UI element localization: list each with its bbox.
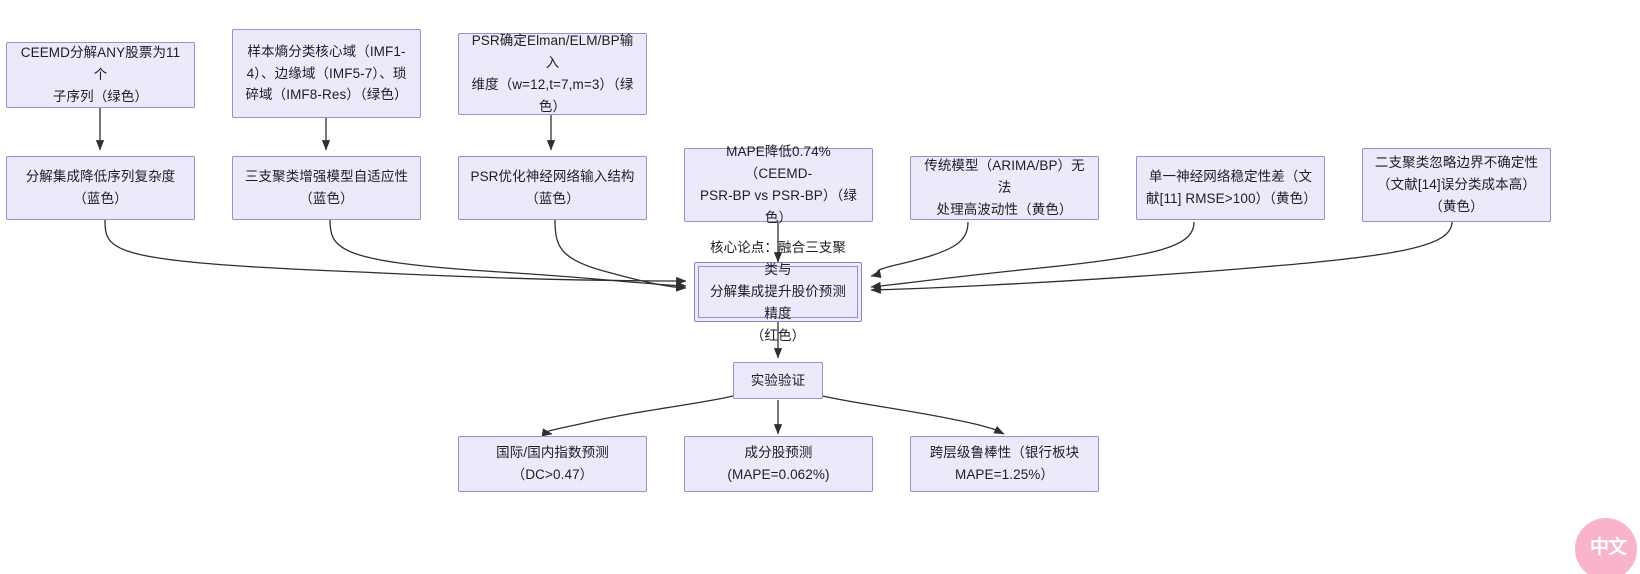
- watermark-badge: 中文: [1575, 518, 1637, 574]
- node-line: 传统模型（ARIMA/BP）无法: [924, 158, 1085, 196]
- node-two-way-clustering-limitation[interactable]: 二支聚类忽略边界不确定性 （文献[14]误分类成本高） （黄色）: [1362, 148, 1551, 222]
- node-line: 4）、边缘域（IMF5-7）、琐: [246, 65, 407, 81]
- node-line: 献[11] RMSE>100）（黄色）: [1146, 191, 1317, 206]
- node-line: （红色）: [750, 327, 806, 343]
- node-line: 分解集成降低序列复杂度: [25, 169, 176, 185]
- node-sample-entropy-classify[interactable]: 样本熵分类核心域（IMF1- 4）、边缘域（IMF5-7）、琐 碎域（IMF8-…: [232, 29, 421, 118]
- node-line: （蓝色）: [525, 191, 580, 206]
- node-line: 处理高波动性（黄色）: [936, 201, 1073, 217]
- edge-n10-core: [870, 221, 1453, 294]
- node-mape-reduction[interactable]: MAPE降低0.74%（CEEMD- PSR-BP vs PSR-BP）（绿 色…: [684, 144, 873, 225]
- node-single-nn-instability[interactable]: 单一神经网络稳定性差（文 献[11] RMSE>100）（黄色）: [1136, 156, 1325, 220]
- node-line: （DC>0.47）: [511, 467, 594, 482]
- edge-n5-core: [329, 219, 687, 290]
- node-line: MAPE=1.25%）: [954, 467, 1055, 482]
- node-line: （文献[14]误分类成本高）: [1377, 177, 1536, 193]
- edge-n9-core: [870, 221, 1195, 291]
- node-line: 子序列（绿色）: [52, 88, 149, 104]
- node-line: PSR确定Elman/ELM/BP输入: [471, 33, 634, 71]
- node-line: 跨层级鲁棒性（银行板块: [929, 445, 1080, 461]
- node-line: CEEMD分解ANY股票为11个: [20, 45, 181, 83]
- node-three-way-clustering-adaptivity[interactable]: 三支聚类增强模型自适应性 （蓝色）: [232, 156, 421, 220]
- node-line: MAPE降低0.74%（CEEMD-: [726, 144, 831, 182]
- edge-n11-n14: [822, 395, 1005, 435]
- node-psr-optimizes-nn-input[interactable]: PSR优化神经网络输入结构 （蓝色）: [458, 156, 647, 220]
- node-line: 核心论点：融合三支聚类与: [710, 240, 846, 278]
- node-constituent-stock-forecast[interactable]: 成分股预测 (MAPE=0.062%): [684, 436, 873, 492]
- node-psr-input-dimension[interactable]: PSR确定Elman/ELM/BP输入 维度（w=12,t=7,m=3）（绿 色…: [458, 33, 647, 115]
- node-line: (MAPE=0.062%): [727, 467, 830, 482]
- node-line: （黄色）: [1429, 198, 1484, 214]
- node-line: 色）: [764, 209, 793, 225]
- node-line: 单一神经网络稳定性差（文: [1148, 169, 1313, 185]
- node-line: 碎域（IMF8-Res）（绿色）: [245, 87, 408, 103]
- node-experimental-verification[interactable]: 实验验证: [733, 362, 823, 399]
- node-line: 实验验证: [750, 372, 806, 388]
- node-line: 分解集成提升股价预测精度: [710, 284, 846, 321]
- edge-n11-n12: [541, 395, 734, 437]
- edge-n8-core: [870, 221, 969, 279]
- node-line: （蓝色）: [299, 191, 354, 206]
- edge-n4-core: [104, 219, 687, 286]
- node-line: （蓝色）: [73, 191, 128, 206]
- node-line: 成分股预测: [744, 445, 813, 461]
- watermark-label: 中文: [1589, 536, 1627, 558]
- node-line: 样本熵分类核心域（IMF1-: [247, 43, 406, 59]
- node-line: PSR优化神经网络输入结构: [470, 169, 635, 185]
- node-line: 维度（w=12,t=7,m=3）（绿: [471, 77, 634, 92]
- node-core-thesis[interactable]: 核心论点：融合三支聚类与 分解集成提升股价预测精度 （红色）: [694, 240, 862, 343]
- node-decomposition-reduces-complexity[interactable]: 分解集成降低序列复杂度 （蓝色）: [6, 156, 195, 220]
- node-line: 色）: [538, 98, 567, 114]
- node-line: PSR-BP vs PSR-BP）（绿: [700, 188, 857, 203]
- node-line: 三支聚类增强模型自适应性: [244, 169, 409, 185]
- node-index-forecast[interactable]: 国际/国内指数预测 （DC>0.47）: [458, 436, 647, 492]
- node-traditional-models-limitation[interactable]: 传统模型（ARIMA/BP）无法 处理高波动性（黄色）: [910, 156, 1099, 220]
- node-line: 二支聚类忽略边界不确定性: [1374, 155, 1539, 171]
- node-line: 国际/国内指数预测: [496, 445, 609, 461]
- edge-n6-core: [554, 219, 687, 292]
- node-ceemd-decompose[interactable]: CEEMD分解ANY股票为11个 子序列（绿色）: [6, 42, 195, 108]
- node-cross-level-robustness[interactable]: 跨层级鲁棒性（银行板块 MAPE=1.25%）: [910, 436, 1099, 492]
